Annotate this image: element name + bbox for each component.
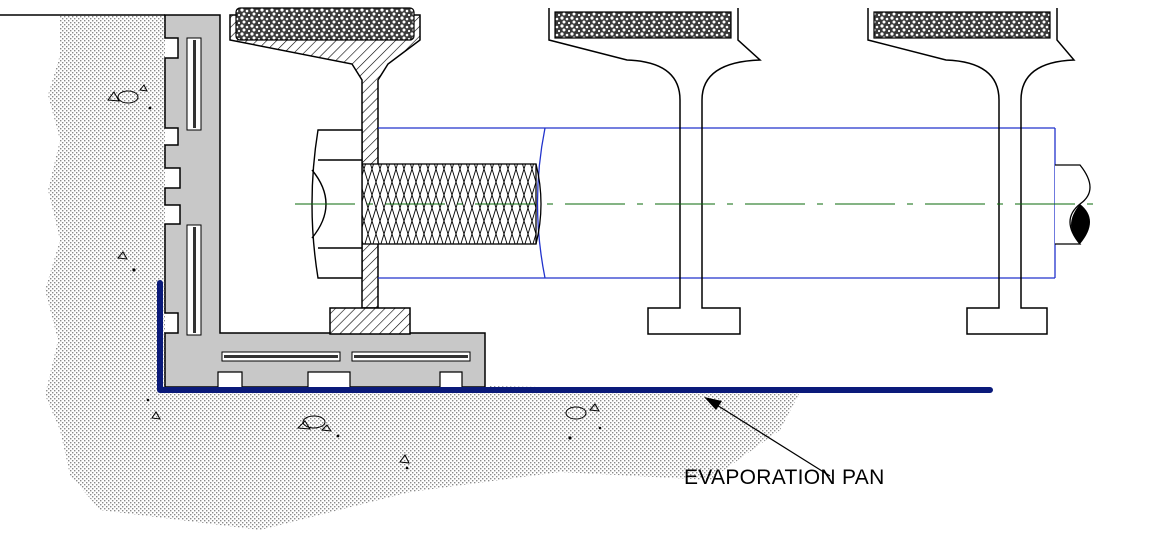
- leader-arrow: [704, 397, 831, 477]
- aluminium-frame: [164, 14, 486, 388]
- evaporation-pan-label: EVAPORATION PAN: [684, 466, 885, 489]
- concrete-ground: [0, 14, 800, 530]
- friction-pad: [235, 7, 1051, 41]
- rail-profile: [548, 8, 1076, 335]
- evaporation-pan: [157, 280, 993, 393]
